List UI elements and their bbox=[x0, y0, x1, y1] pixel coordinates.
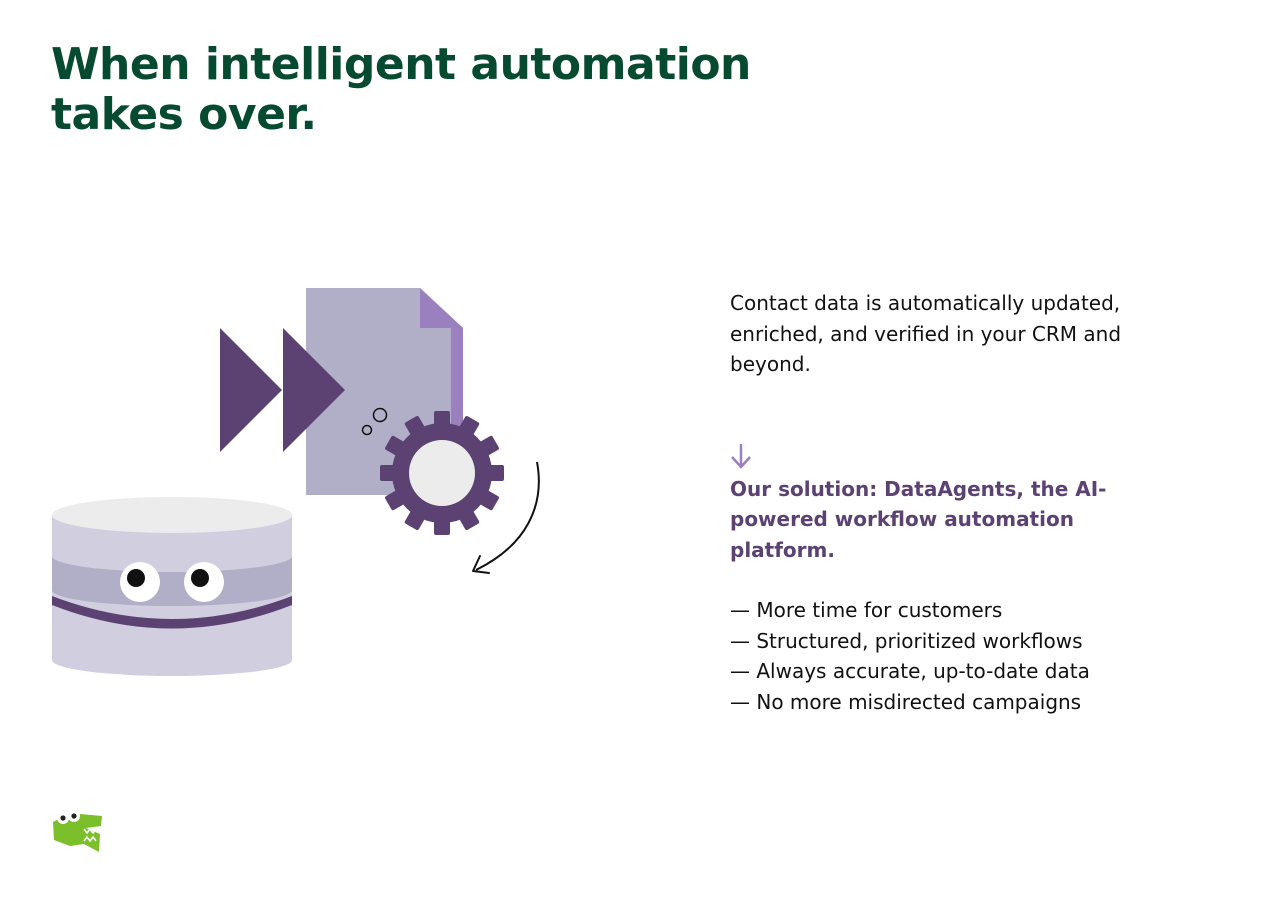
database-character-icon bbox=[52, 497, 292, 676]
list-item: — No more misdirected campaigns bbox=[730, 689, 1082, 714]
page-title-line-2: takes over. bbox=[51, 89, 317, 140]
page-title-line-1: When intelligent automation bbox=[51, 39, 751, 90]
list-item: — Structured, prioritized workflows bbox=[730, 628, 1083, 653]
fast-forward-icon bbox=[220, 328, 345, 452]
content-column: Contact data is automatically updated, e… bbox=[730, 288, 1250, 717]
crocodile-logo-icon bbox=[53, 810, 102, 852]
automation-illustration bbox=[40, 280, 560, 690]
solution-text: Our solution: DataAgents, the AI-powered… bbox=[730, 476, 1107, 562]
list-item: — More time for customers bbox=[730, 598, 1003, 622]
bubbles-icon bbox=[361, 407, 388, 436]
arrow-down-icon bbox=[731, 443, 751, 469]
gear-icon bbox=[380, 411, 504, 535]
intro-text: Contact data is automatically updated, e… bbox=[730, 291, 1122, 376]
curved-arrow-icon bbox=[472, 461, 540, 574]
benefits-list: — More time for customers — Structured, … bbox=[730, 595, 1250, 717]
illustration-graphic bbox=[52, 288, 540, 676]
page-title: When intelligent automation takes over. bbox=[51, 40, 751, 140]
list-item: — Always accurate, up-to-date data bbox=[730, 659, 1090, 683]
